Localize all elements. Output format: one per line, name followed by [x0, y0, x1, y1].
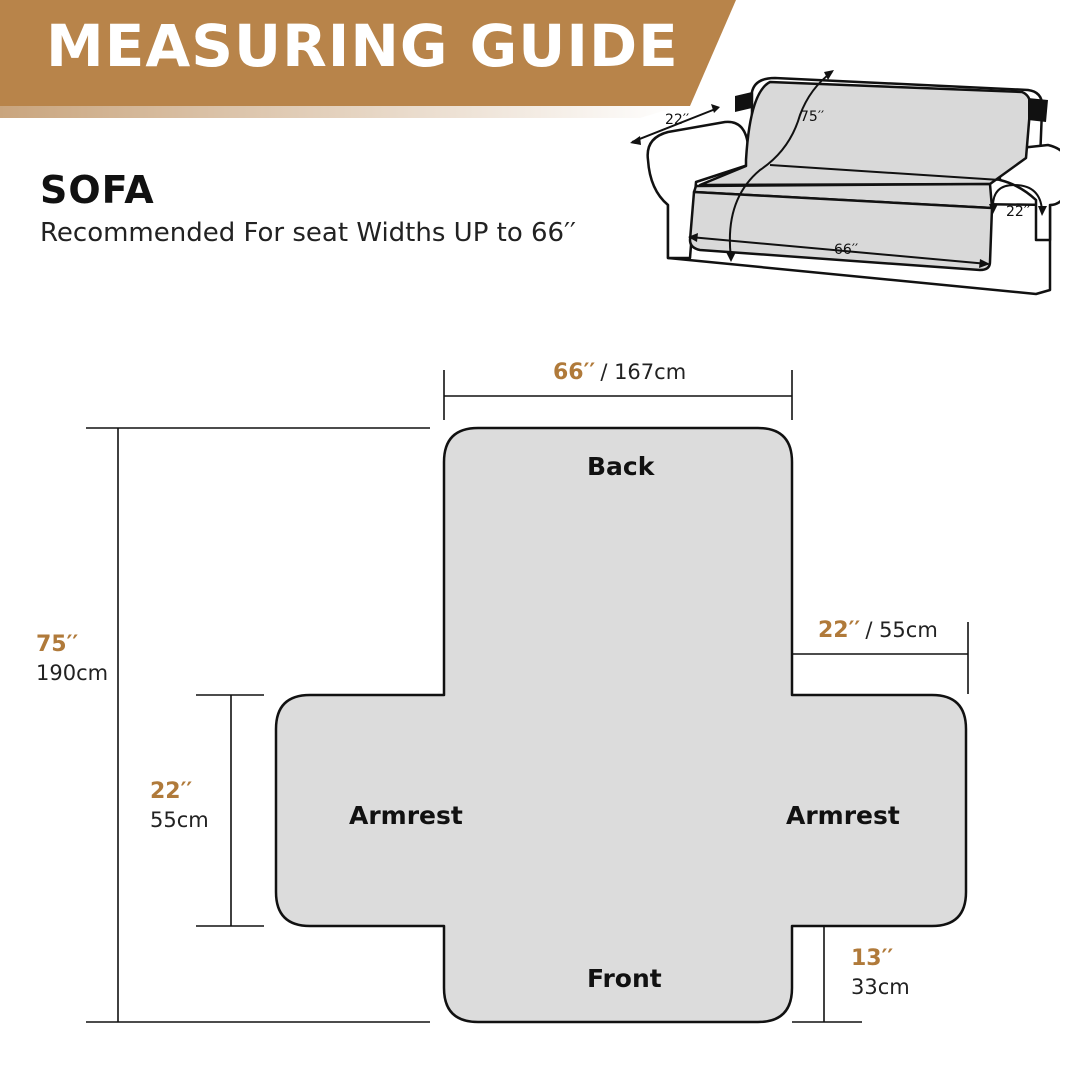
- product-heading: SOFA: [40, 168, 155, 212]
- front-dimension-label: 13′′ 33cm: [851, 946, 910, 999]
- width-cm: / 167cm: [600, 360, 687, 384]
- height-cm: 190cm: [36, 661, 109, 685]
- part-label-front: Front: [587, 964, 662, 993]
- right-arm-inches: 22′′: [818, 618, 861, 643]
- back-length-label: 75′′: [800, 109, 824, 125]
- left-arm-cm: 55cm: [150, 808, 209, 832]
- height-inches: 75′′: [36, 632, 79, 657]
- part-label-armrest-right: Armrest: [786, 801, 900, 830]
- sofa-illustration: 22′′ 75′′ 22′′ 66′′: [630, 70, 1060, 296]
- page-title: MEASURING GUIDE: [46, 12, 679, 80]
- cover-shape: [274, 426, 968, 1024]
- arm-depth-label: 22′′: [665, 112, 689, 128]
- arm-width-label: 22′′: [1006, 204, 1030, 220]
- left-arm-inches: 22′′: [150, 779, 193, 804]
- right-arm-dimension-label: 22′′ / 55cm: [818, 618, 938, 643]
- banner-shape: [0, 0, 736, 118]
- part-label-back: Back: [587, 452, 655, 481]
- height-dimension-label: 75′′ 190cm: [36, 632, 108, 685]
- part-label-armrest-left: Armrest: [349, 801, 463, 830]
- dimension-lines: [86, 370, 969, 1023]
- front-cm: 33cm: [851, 975, 910, 999]
- left-arm-dimension-label: 22′′ 55cm: [150, 779, 209, 832]
- width-inches: 66′′: [553, 360, 596, 385]
- right-arm-cm: / 55cm: [865, 618, 938, 642]
- seat-width-label: 66′′: [834, 242, 858, 258]
- recommendation-text: Recommended For seat Widths UP to 66′′: [40, 218, 576, 248]
- front-inches: 13′′: [851, 946, 894, 971]
- width-dimension-label: 66′′ / 167cm: [553, 360, 686, 385]
- title-banner: MEASURING GUIDE: [0, 0, 740, 118]
